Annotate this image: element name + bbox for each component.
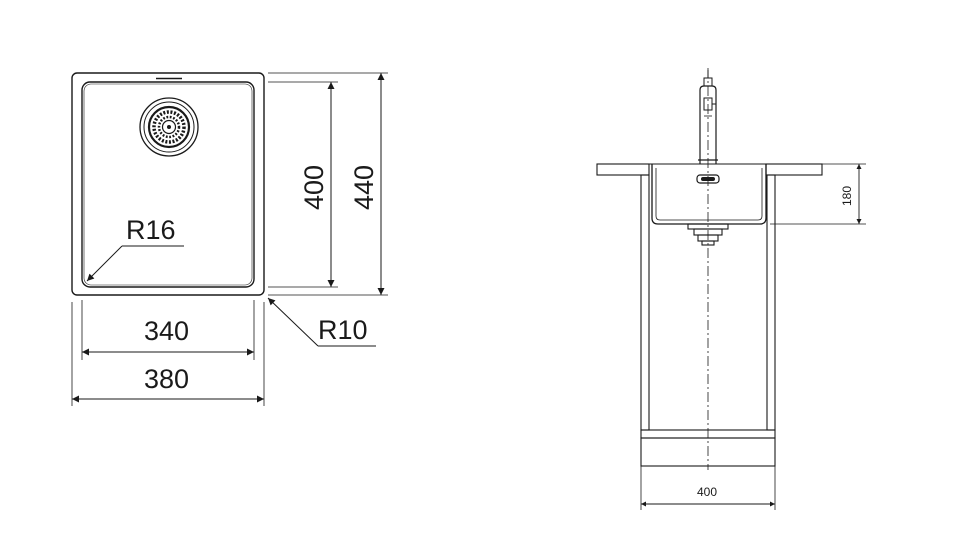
cabinet-wall-right xyxy=(766,174,776,431)
outer-radius-label: R10 xyxy=(318,315,368,345)
sink-outer-outline xyxy=(71,72,265,296)
side-view: 180 400 xyxy=(596,68,866,510)
inner-radius-label: R16 xyxy=(126,215,176,245)
inner-depth-label: 400 xyxy=(299,165,329,210)
countertop-right xyxy=(765,163,823,176)
bowl-depth-label: 180 xyxy=(840,186,854,206)
outer-depth-label: 440 xyxy=(349,165,379,210)
cabinet-wall-left xyxy=(640,174,650,431)
sink-bowl-outline xyxy=(81,81,255,288)
countertop-left xyxy=(596,163,650,176)
sink-bowl-section xyxy=(651,164,767,225)
inner-width-label: 340 xyxy=(144,316,189,346)
top-view: R16 R10 340 380 400 440 xyxy=(71,72,388,406)
cabinet-width-label: 400 xyxy=(697,485,717,499)
outer-width-label: 380 xyxy=(144,364,189,394)
drain-strainer xyxy=(139,97,199,157)
